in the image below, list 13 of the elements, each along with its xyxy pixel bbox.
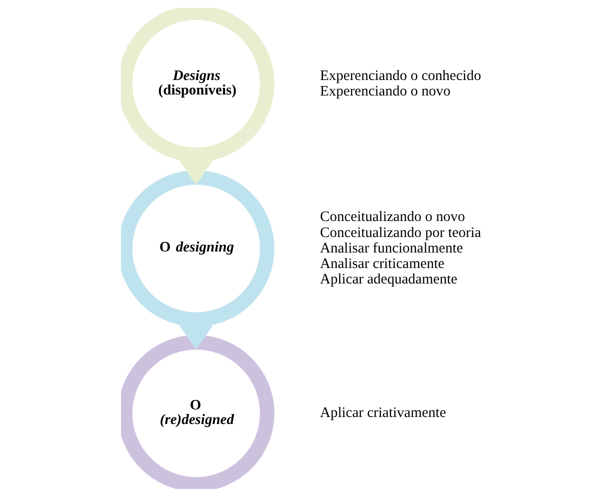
node-label: Aplicar criativamente [320, 405, 446, 422]
node-label: Analisar funcionalmente [320, 240, 463, 256]
node-circle: O designing [121, 170, 274, 327]
node-label: Conceitualizando o novo [320, 209, 465, 226]
node-circle: Designs (disponíveis) [121, 8, 274, 162]
node-circle: O (re)designed [121, 335, 274, 489]
node-label: Experenciando o conhecido [320, 68, 482, 84]
node-label: Analisar criticamente [320, 256, 444, 272]
node-label: Conceitualizando por teoria [320, 224, 482, 241]
node-label: Aplicar adequadamente [320, 271, 458, 288]
arrow [179, 160, 213, 185]
node-label: Experenciando o novo [320, 83, 450, 100]
arrow [179, 326, 213, 350]
